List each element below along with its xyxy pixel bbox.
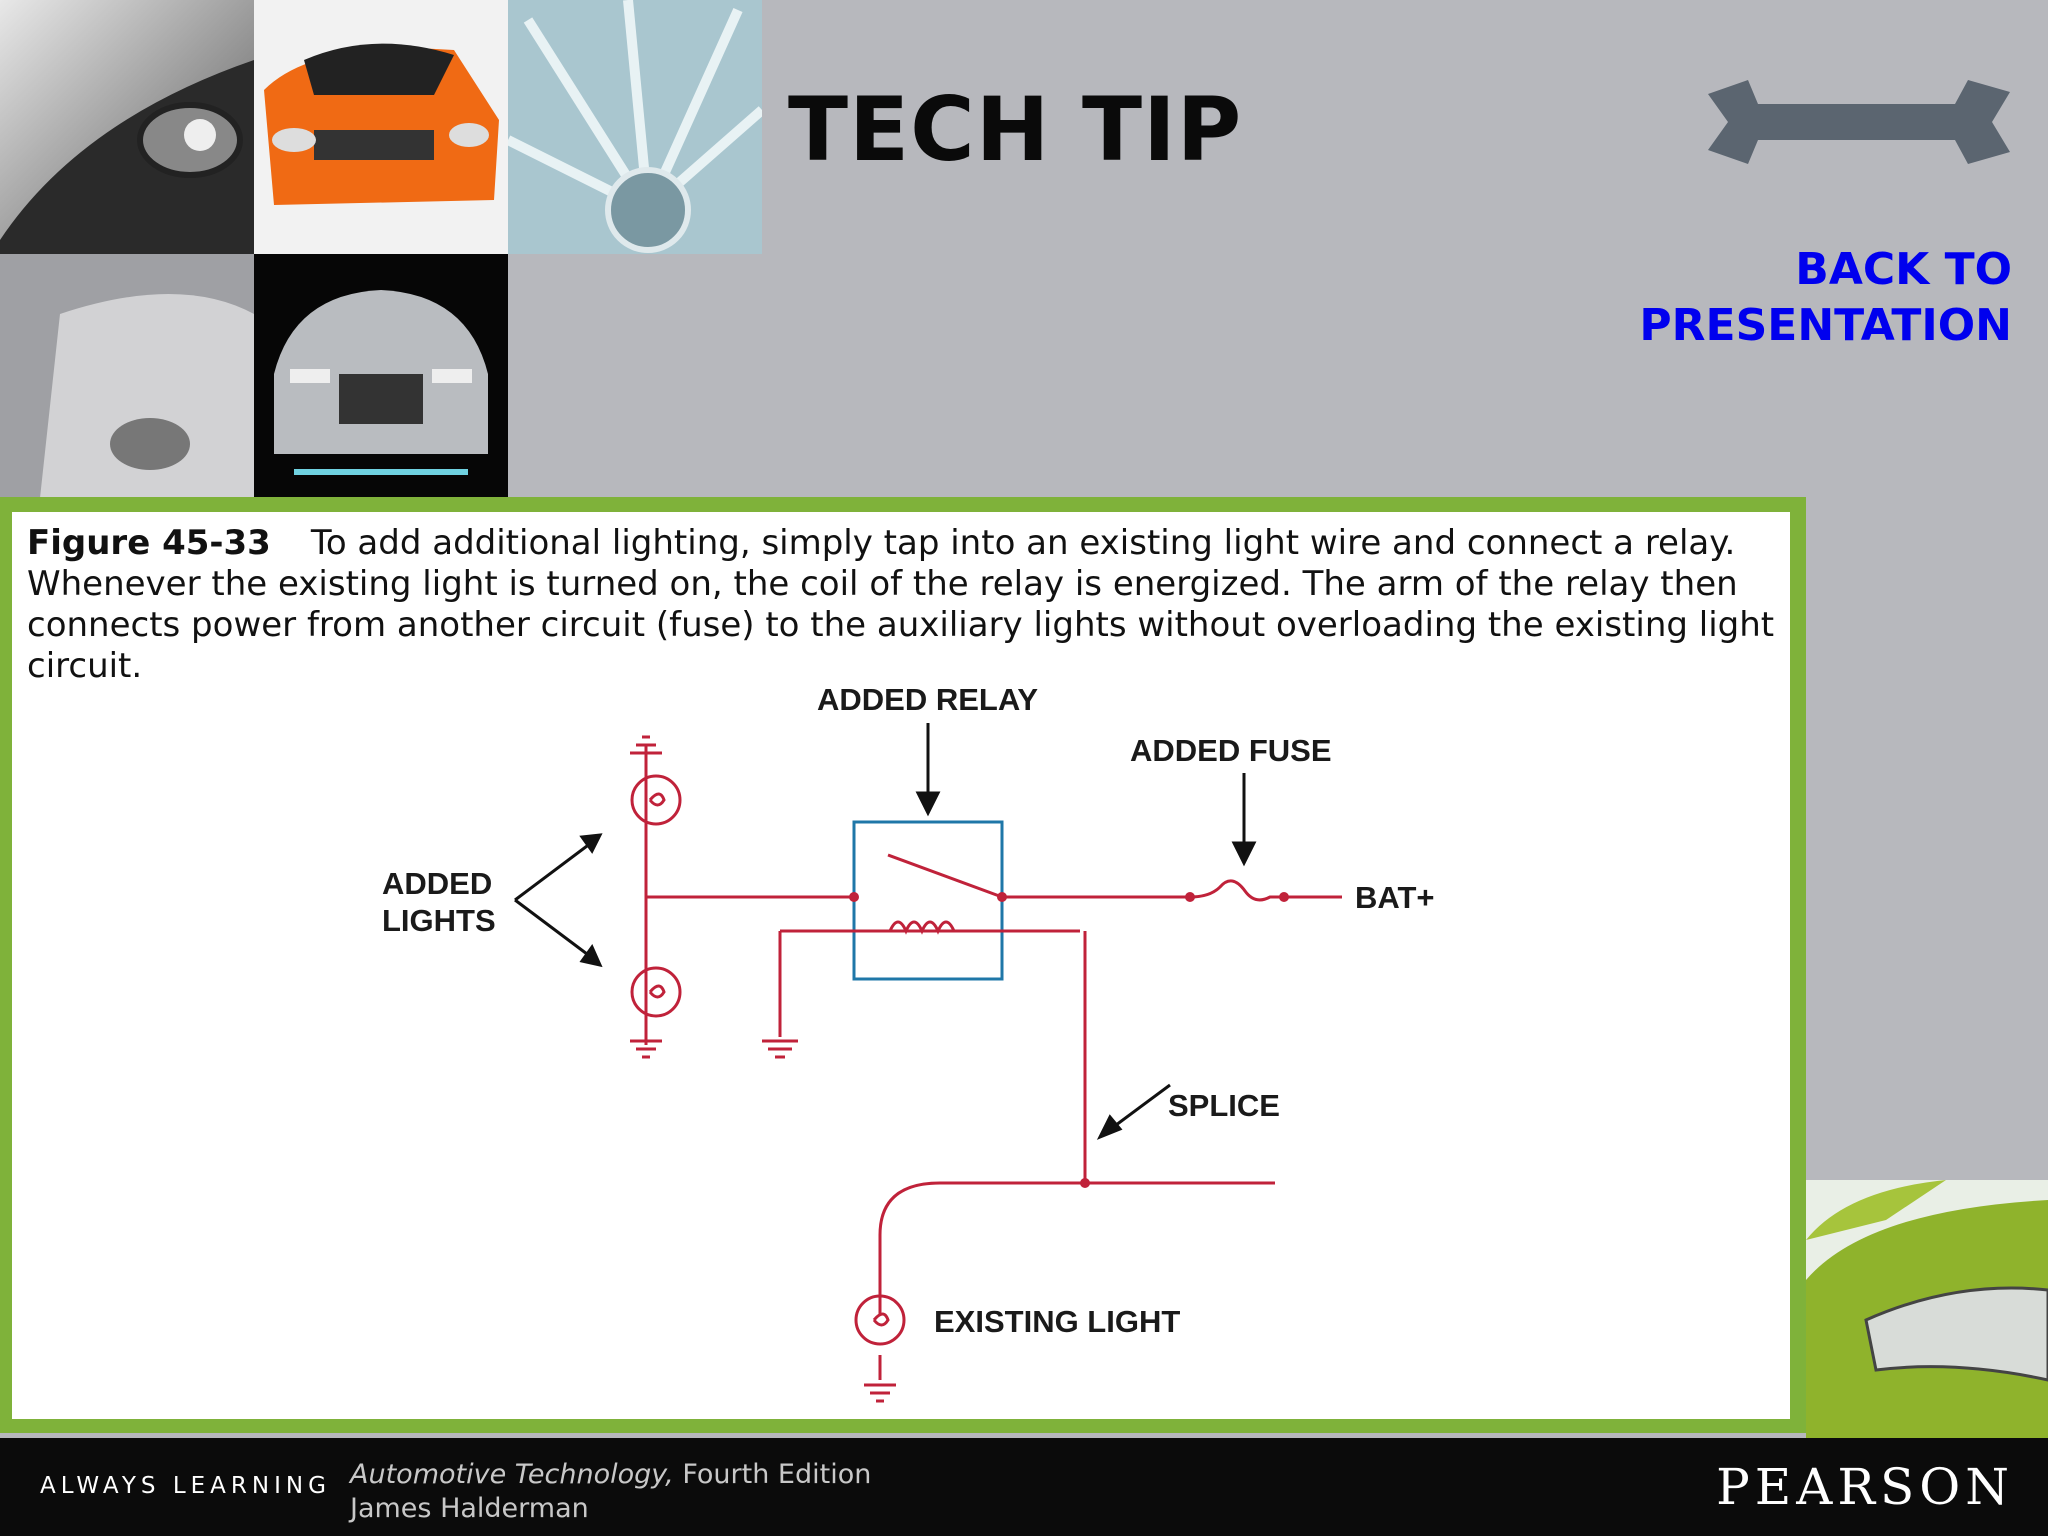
headlight-photo: [0, 0, 254, 254]
green-car-photo: [1806, 1180, 2048, 1438]
white-car-photo: [0, 254, 254, 498]
figure-label: Figure 45-33: [27, 523, 271, 563]
publisher-logo: PEARSON: [1716, 1458, 2014, 1516]
wiring-diagram: ADDED RELAY ADDED FUSE ADDED LIGHTS BAT+…: [360, 675, 1520, 1419]
label-added-lights-2: LIGHTS: [382, 903, 496, 938]
back-link-line2: PRESENTATION: [1639, 300, 2012, 351]
back-link-line1: BACK TO: [1795, 244, 2012, 295]
caption-text: To add additional lighting, simply tap i…: [27, 523, 1775, 686]
label-splice: SPLICE: [1168, 1088, 1280, 1123]
book-title: Automotive Technology,: [350, 1459, 674, 1490]
label-added-relay: ADDED RELAY: [817, 682, 1038, 717]
content-panel: [12, 512, 1790, 1419]
label-bat: BAT+: [1355, 880, 1435, 915]
relay-box: [852, 820, 1004, 981]
tagline: ALWAYS LEARNING: [40, 1473, 331, 1499]
label-added-fuse: ADDED FUSE: [1130, 733, 1332, 768]
label-existing-light: EXISTING LIGHT: [934, 1304, 1180, 1339]
book-edition: Fourth Edition: [673, 1459, 872, 1490]
wrench-icon: [1700, 74, 2018, 174]
back-to-presentation-link[interactable]: BACK TO PRESENTATION: [1639, 242, 2012, 354]
book-author: James Halderman: [350, 1493, 589, 1524]
book-info: Automotive Technology, Fourth Edition Ja…: [350, 1458, 871, 1526]
wheel-photo: [508, 0, 762, 254]
slide-title: TECH TIP: [788, 78, 1243, 181]
footer-bar: [0, 1438, 2048, 1536]
label-added-lights-1: ADDED: [382, 866, 492, 901]
orange-car-photo: [254, 0, 508, 254]
silver-car-photo: [254, 254, 508, 498]
